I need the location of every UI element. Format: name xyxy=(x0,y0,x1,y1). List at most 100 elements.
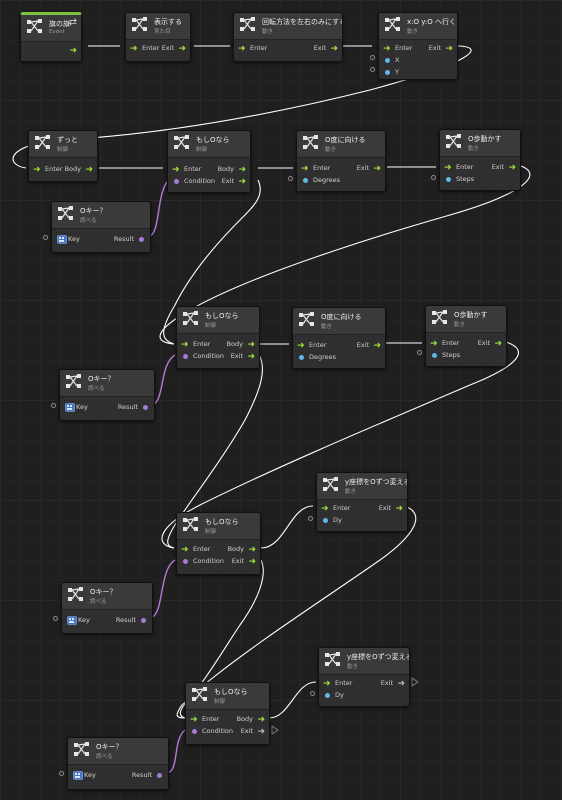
goto-xy-node[interactable]: x:O y:O へ行く 動き ➜ Enter Exit ➜ X Y xyxy=(378,12,458,80)
node-title: 回転方法を左右のみにする xyxy=(262,18,343,26)
exit-port[interactable]: ➜ xyxy=(508,163,516,173)
rotation-style-node[interactable]: 回転方法を左右のみにする 動き ➜ Enter Exit ➜ xyxy=(233,12,343,62)
enter-port[interactable]: ➜ xyxy=(321,504,329,514)
x-port[interactable] xyxy=(385,58,390,63)
node-subtitle: 制御 xyxy=(205,529,217,535)
enter-label: Enter xyxy=(395,44,413,52)
result-port[interactable] xyxy=(141,618,146,623)
key-pressed-node-1[interactable]: Oキー？ 調べる Key Result xyxy=(51,201,151,253)
if-node-4[interactable]: もしOなら 制御 ➜ Enter Body ➜ Condition Exit ➜ xyxy=(185,682,270,745)
exit-port[interactable]: ➜ xyxy=(178,44,186,54)
exit-port[interactable]: ➜ xyxy=(395,504,403,514)
point-direction-node-2[interactable]: O度に向ける 動き ➜ Enter Exit ➜ Degrees xyxy=(292,307,386,369)
enter-label: Enter xyxy=(202,715,220,723)
node-title: y座標をOずつ変える xyxy=(345,478,408,486)
enter-port[interactable]: ➜ xyxy=(430,339,438,349)
dy-input-socket[interactable] xyxy=(308,516,313,521)
exit-port[interactable]: ➜ xyxy=(69,46,77,56)
condition-port[interactable] xyxy=(174,179,179,184)
key-pressed-node-4[interactable]: Oキー？ 調べる Key Result xyxy=(67,737,169,790)
key-input-socket[interactable] xyxy=(43,235,48,240)
condition-port[interactable] xyxy=(183,354,188,359)
x-input-socket[interactable] xyxy=(370,55,375,60)
key-input-socket[interactable] xyxy=(53,616,58,621)
body-port[interactable]: ➜ xyxy=(247,340,255,350)
exit-port[interactable]: ➜ xyxy=(373,341,381,351)
forever-node[interactable]: ずっと 制御 ➜ Enter Body ➜ xyxy=(28,130,98,182)
enter-label: Enter xyxy=(142,44,160,52)
condition-label: Condition xyxy=(193,557,225,565)
enter-port[interactable]: ➜ xyxy=(181,340,189,350)
degrees-port[interactable] xyxy=(303,178,308,183)
enter-port[interactable]: ➜ xyxy=(238,44,246,54)
key-pressed-node-2[interactable]: Oキー？ 調べる Key Result xyxy=(59,369,155,421)
exit-port[interactable]: ➜ xyxy=(248,557,256,567)
exit-port[interactable]: ➜ xyxy=(257,727,265,737)
enter-port[interactable]: ➜ xyxy=(33,165,41,175)
condition-port[interactable] xyxy=(183,559,188,564)
if-node-3[interactable]: もしOなら 制御 ➜ Enter Body ➜ Condition Exit ➜ xyxy=(176,512,261,575)
exit-port[interactable]: ➜ xyxy=(330,44,338,54)
key-input-socket[interactable] xyxy=(59,771,64,776)
node-subtitle: 見た目 xyxy=(154,29,171,35)
body-port[interactable]: ➜ xyxy=(238,165,246,175)
body-port[interactable]: ➜ xyxy=(257,715,265,725)
steps-port[interactable] xyxy=(446,177,451,182)
dy-input-socket[interactable] xyxy=(310,691,315,696)
point-direction-node-1[interactable]: O度に向ける 動き ➜ Enter Exit ➜ Degrees xyxy=(296,130,386,192)
exit-port[interactable]: ➜ xyxy=(247,352,255,362)
y-port[interactable] xyxy=(385,70,390,75)
empty-flow-port-if4-exit xyxy=(271,725,279,735)
steps-input-socket[interactable] xyxy=(417,350,422,355)
enter-port[interactable]: ➜ xyxy=(323,679,331,689)
enter-port[interactable]: ➜ xyxy=(301,164,309,174)
if-node-2[interactable]: もしOなら 制御 ➜ Enter Body ➜ Condition Exit ➜ xyxy=(176,306,260,369)
body-port[interactable]: ➜ xyxy=(248,545,256,555)
enter-port[interactable]: ➜ xyxy=(181,545,189,555)
result-port[interactable] xyxy=(143,405,148,410)
enter-port[interactable]: ➜ xyxy=(130,44,138,54)
enter-port[interactable]: ➜ xyxy=(383,44,391,54)
key-pressed-node-3[interactable]: Oキー？ 調べる Key Result xyxy=(61,582,153,634)
flow-node-icon xyxy=(239,16,257,34)
keyboard-key-icon xyxy=(65,403,75,412)
change-y-node-2[interactable]: y座標をOずつ変える 動き ➜ Enter Exit ➜ Dy xyxy=(318,647,410,707)
steps-input-socket[interactable] xyxy=(431,175,436,180)
result-label: Result xyxy=(131,771,152,779)
exit-port[interactable]: ➜ xyxy=(445,44,453,54)
exit-label: Exit xyxy=(221,177,234,185)
condition-port[interactable] xyxy=(192,729,197,734)
change-y-node-1[interactable]: y座標をOずつ変える 動き ➜ Enter Exit ➜ Dy xyxy=(316,472,408,532)
keyboard-key-icon xyxy=(73,771,83,780)
key-input-socket[interactable] xyxy=(51,403,56,408)
degrees-input-socket[interactable] xyxy=(288,176,293,181)
move-steps-node-2[interactable]: O歩動かす 動き ➜ Enter Exit ➜ Steps xyxy=(425,305,507,367)
result-port[interactable] xyxy=(139,237,144,242)
show-node[interactable]: 表示する 見た目 ➜ Enter Exit ➜ xyxy=(125,12,191,62)
enter-port[interactable]: ➜ xyxy=(190,715,198,725)
y-input-socket[interactable] xyxy=(370,67,375,72)
dy-port[interactable] xyxy=(323,518,328,523)
node-title: y座標をOずつ変える xyxy=(347,653,410,661)
condition-label: Condition xyxy=(202,727,234,735)
exit-port[interactable]: ➜ xyxy=(238,177,246,187)
enter-port[interactable]: ➜ xyxy=(297,341,305,351)
enter-port[interactable]: ➜ xyxy=(172,165,180,175)
body-port[interactable]: ➜ xyxy=(85,165,93,175)
dy-port[interactable] xyxy=(325,693,330,698)
exit-port[interactable]: ➜ xyxy=(494,339,502,349)
result-port[interactable] xyxy=(157,773,162,778)
node-subtitle: 動き xyxy=(325,147,337,153)
exit-port[interactable]: ➜ xyxy=(373,164,381,174)
event-node[interactable]: 旗の旗 Event ⇄ ➜ xyxy=(20,12,82,62)
steps-port[interactable] xyxy=(432,353,437,358)
degrees-port[interactable] xyxy=(299,355,304,360)
flow-node-icon xyxy=(65,373,83,391)
node-title: Oキー？ xyxy=(90,588,117,596)
key-label: Key xyxy=(68,235,80,243)
exit-port[interactable]: ➜ xyxy=(397,679,405,689)
if-node-1[interactable]: もしOなら 制御 ➜ Enter Body ➜ Condition Exit ➜ xyxy=(167,130,251,193)
condition-label: Condition xyxy=(193,352,225,360)
move-steps-node-1[interactable]: O歩動かす 動き ➜ Enter Exit ➜ Steps xyxy=(439,129,521,191)
enter-port[interactable]: ➜ xyxy=(444,163,452,173)
